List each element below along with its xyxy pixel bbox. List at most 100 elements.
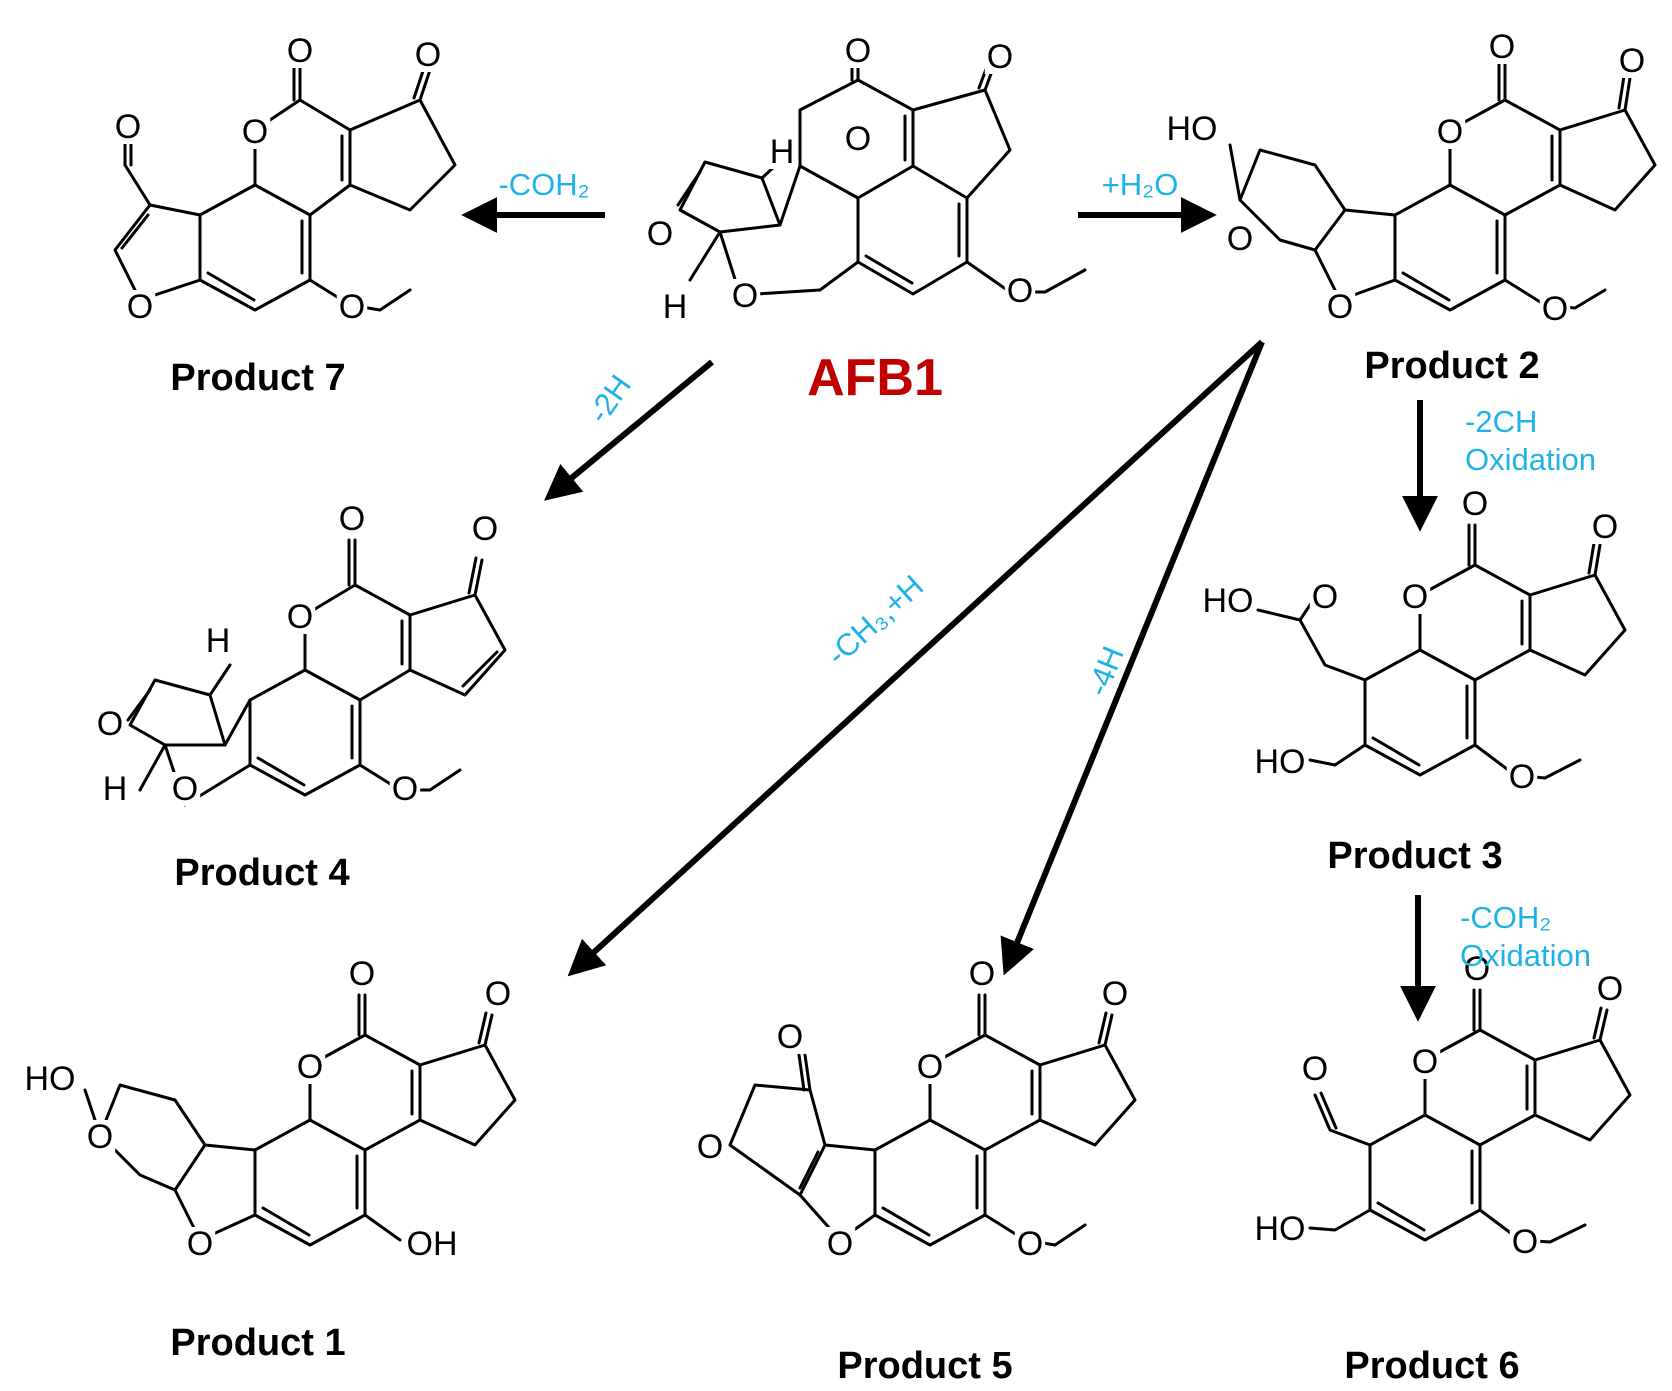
atom-oxygen: O (1402, 578, 1428, 616)
bond-line (467, 556, 478, 595)
condition-label: -COH₂ (1460, 900, 1551, 935)
bond-line (120, 213, 150, 250)
condition-label: -2H (581, 368, 638, 429)
atom-oxygen: O (1327, 288, 1353, 326)
bond-line (911, 88, 1012, 200)
atom-label-backdrop (1164, 112, 1220, 146)
bond-line (418, 1043, 517, 1147)
bond-line (363, 1213, 402, 1242)
atom-oxygen: O (339, 500, 365, 538)
bond-line (412, 66, 426, 100)
atom-oxygen: O (845, 32, 871, 70)
atom-label-backdrop (124, 290, 156, 324)
atom-oxygen: O (485, 975, 511, 1013)
bond-line (1587, 541, 1596, 575)
bond-line (688, 230, 722, 282)
atom-label-backdrop (1099, 977, 1131, 1011)
condition-label: -COH₂ (498, 167, 589, 202)
atom-label-backdrop (1434, 115, 1466, 149)
bond-line (408, 593, 507, 697)
bond-line (123, 163, 152, 207)
bond-line (678, 160, 782, 234)
atom-label-backdrop (842, 34, 874, 68)
product-7-structure (113, 58, 457, 312)
bond-line (348, 98, 457, 212)
product-5-structure (728, 993, 1137, 1247)
atom-oxygen: O (1542, 290, 1568, 328)
atom-oxygen: O (287, 32, 313, 70)
atom-label-backdrop (1486, 30, 1518, 64)
arrow-afb1-to-product-4 (544, 359, 714, 501)
bond-line (928, 1033, 1042, 1152)
compound-label: Product 7 (170, 357, 345, 399)
atom-label-backdrop (729, 279, 761, 313)
atom-label-backdrop (824, 1227, 856, 1261)
bond-line (256, 756, 306, 787)
bond-line (1623, 76, 1632, 112)
atom-oxygen: O (1412, 1043, 1438, 1081)
atom-oxygen: O (1592, 508, 1618, 546)
bond-line (1528, 573, 1627, 677)
bond-line (477, 1011, 488, 1045)
arrow-product-2-to-product-1 (567, 339, 1265, 977)
atom-oxygen: O (1102, 975, 1128, 1013)
bond-line (1423, 1028, 1537, 1147)
bond-line (1038, 1043, 1137, 1147)
bond-line (1617, 74, 1626, 110)
atom-label-backdrop (1594, 972, 1626, 1006)
atom-oxygen: O (1437, 113, 1463, 151)
bond-line (253, 1118, 367, 1247)
atom-label-backdrop (774, 1020, 806, 1054)
bond-line (1363, 648, 1477, 777)
bond-line (198, 183, 312, 312)
atom-oxygen: O (845, 120, 871, 158)
atom-label-backdrop (336, 290, 368, 324)
atom-oxygen: O (415, 36, 441, 74)
atom-oxygen: O (297, 1048, 323, 1086)
atom-oxygen: O (172, 770, 198, 808)
bond-line (138, 743, 167, 792)
atom-oxygen: O (392, 770, 418, 808)
condition-label: -4H (1080, 641, 1131, 700)
atom-oxygen: O (1007, 272, 1033, 310)
atom-label-backdrop (1324, 290, 1356, 324)
atom-label-backdrop (404, 1227, 460, 1261)
condition-label: +H₂O (1102, 167, 1179, 202)
atom-label-backdrop (984, 40, 1016, 74)
atom-label-backdrop (284, 34, 316, 68)
atom-label-backdrop (1409, 1045, 1441, 1079)
atom-oxygen: O (1619, 42, 1645, 80)
bond-line (303, 583, 412, 702)
bond-line (206, 271, 256, 302)
bond-line (1533, 1038, 1632, 1142)
atom-label-backdrop (94, 707, 126, 741)
bond-line (1592, 1006, 1603, 1040)
atom-label-backdrop (346, 957, 378, 991)
atom-oxygen: O (1509, 758, 1535, 796)
atom-oxygen: O (1302, 1050, 1328, 1088)
bond-line (798, 1150, 820, 1190)
atom-labels: O O O H O O H O O O O O O O O O O HO O O… (22, 28, 1648, 1263)
compound-labels: AFB1 Product 1 Product 2 Product 3 Produ… (170, 345, 1539, 1387)
bond-line (461, 650, 499, 688)
atom-label-backdrop (966, 957, 998, 991)
atom-label-backdrop (1459, 487, 1491, 521)
bond-line (261, 1206, 311, 1237)
atom-label-backdrop (169, 772, 201, 806)
atom-oxygen: O (97, 705, 123, 743)
atom-oxygen: O (987, 38, 1013, 76)
atom-label-backdrop (22, 1062, 78, 1096)
atom-hydrogen: H (206, 622, 231, 660)
bond-line (483, 1013, 494, 1047)
compound-label: Product 3 (1327, 835, 1502, 877)
atom-oxygen: O (917, 1048, 943, 1086)
atom-oxygen: O (969, 955, 995, 993)
atom-label-backdrop (1299, 1052, 1331, 1086)
atom-hydroxyl: HO (1255, 743, 1306, 781)
atom-label-backdrop (1399, 580, 1431, 614)
bond-line (1503, 278, 1547, 307)
bond-line (1401, 271, 1451, 302)
atom-label-backdrop (482, 977, 514, 1011)
bond-line (1308, 743, 1367, 767)
